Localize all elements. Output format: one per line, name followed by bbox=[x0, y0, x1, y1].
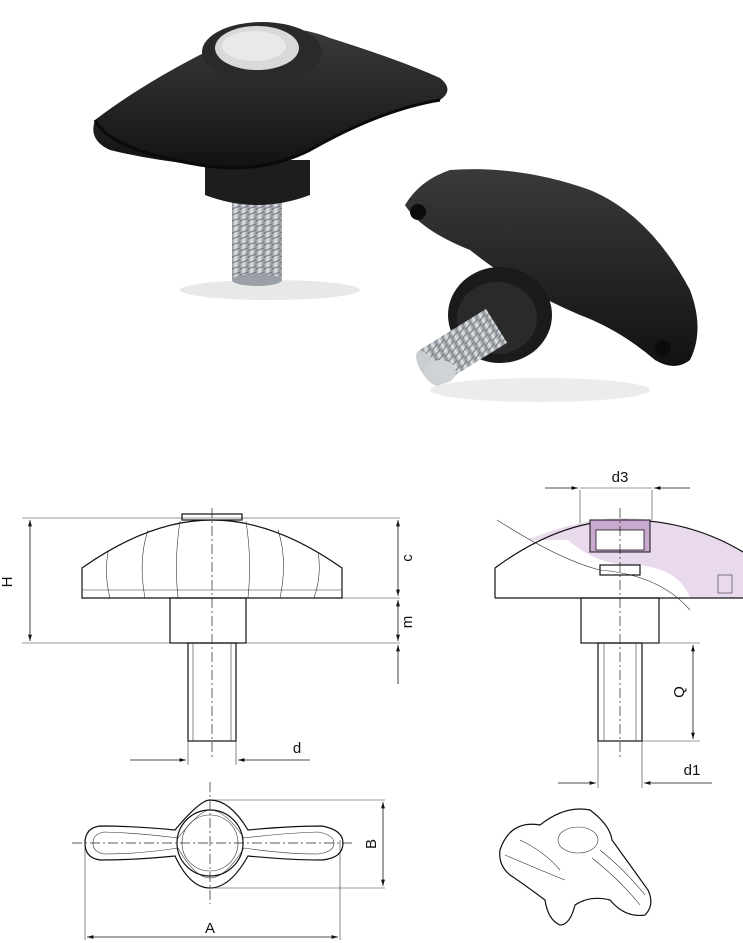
label-d1: d1 bbox=[684, 762, 701, 779]
label-B: B bbox=[363, 839, 380, 849]
label-Q: Q bbox=[671, 686, 688, 698]
section-view bbox=[494, 486, 743, 788]
front-view bbox=[22, 508, 400, 765]
label-m: m bbox=[399, 616, 416, 629]
iso-view-icon bbox=[499, 808, 652, 926]
label-d3: d3 bbox=[612, 469, 629, 486]
top-view bbox=[72, 782, 385, 940]
knob-photo-rear bbox=[405, 169, 698, 402]
label-c: c bbox=[399, 554, 416, 562]
label-d: d bbox=[293, 740, 301, 757]
label-H: H bbox=[0, 577, 16, 588]
knob-photo-insert bbox=[93, 22, 448, 300]
label-A: A bbox=[205, 920, 215, 937]
